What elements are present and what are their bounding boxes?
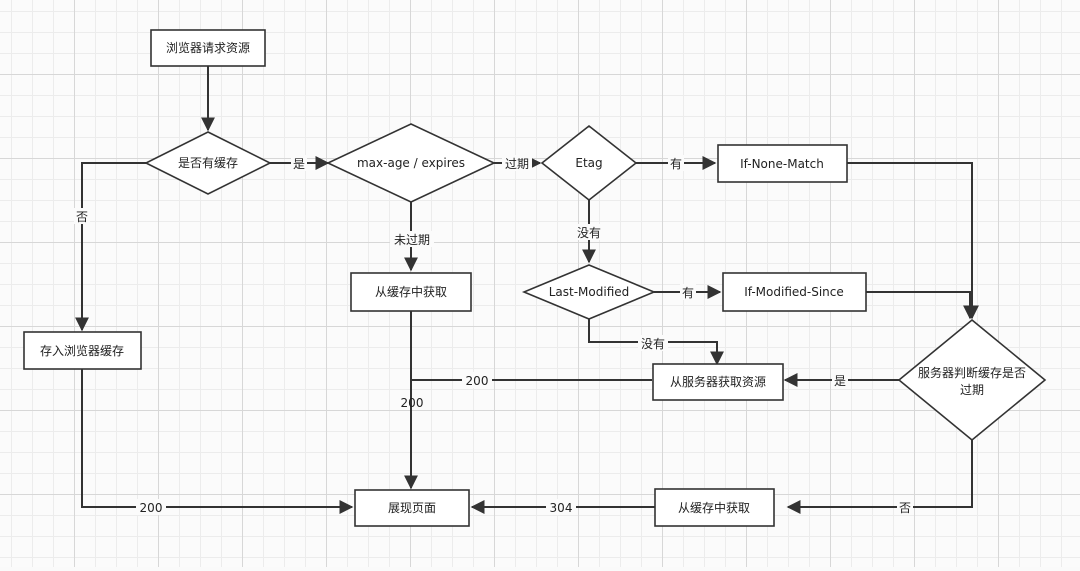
label-lm-no: 没有 bbox=[638, 335, 668, 351]
svg-text:200: 200 bbox=[401, 396, 424, 410]
node-max-age-expires: max-age / expires bbox=[326, 123, 496, 203]
svg-text:过期: 过期 bbox=[505, 157, 529, 171]
label-etag-no: 没有 bbox=[574, 224, 604, 240]
label-status-200-store: 200 bbox=[136, 499, 166, 515]
node-store-browser-cache: 存入浏览器缓存 bbox=[23, 331, 142, 370]
label-server-no: 否 bbox=[897, 499, 913, 515]
node-if-modified-since: If-Modified-Since bbox=[722, 272, 867, 312]
svg-text:服务器判断缓存是否: 服务器判断缓存是否 bbox=[918, 365, 1026, 380]
label-lm-yes: 有 bbox=[680, 284, 696, 300]
edge-store-to-showpage bbox=[81, 368, 354, 514]
node-show-page: 展现页面 bbox=[354, 489, 470, 527]
svg-text:过期: 过期 bbox=[960, 383, 984, 397]
label-etag-yes: 有 bbox=[668, 155, 684, 171]
edge-hascache-to-store bbox=[75, 162, 148, 332]
svg-text:If-None-Match: If-None-Match bbox=[740, 157, 824, 171]
node-browser-request: 浏览器请求资源 bbox=[150, 29, 266, 67]
svg-text:展现页面: 展现页面 bbox=[388, 501, 436, 515]
node-server-check-expired: 服务器判断缓存是否 过期 bbox=[897, 318, 1047, 442]
svg-text:304: 304 bbox=[550, 501, 573, 515]
label-server-yes: 是 bbox=[832, 372, 848, 388]
svg-text:未过期: 未过期 bbox=[394, 233, 430, 247]
edge-servercheck-to-cache2 bbox=[786, 440, 973, 514]
label-yes-cache: 是 bbox=[291, 155, 307, 171]
svg-text:否: 否 bbox=[76, 210, 88, 224]
svg-text:max-age / expires: max-age / expires bbox=[357, 156, 465, 170]
svg-text:从缓存中获取: 从缓存中获取 bbox=[678, 500, 750, 515]
label-status-200-cache: 200 bbox=[401, 396, 424, 410]
edge-ifnonematch-to-servercheck bbox=[847, 162, 979, 320]
svg-text:从缓存中获取: 从缓存中获取 bbox=[375, 284, 447, 299]
label-expired: 过期 bbox=[502, 155, 532, 171]
svg-text:200: 200 bbox=[140, 501, 163, 515]
svg-text:有: 有 bbox=[682, 286, 694, 300]
svg-text:浏览器请求资源: 浏览器请求资源 bbox=[166, 40, 250, 55]
node-etag: Etag bbox=[540, 124, 638, 202]
node-has-cache: 是否有缓存 bbox=[144, 131, 272, 195]
svg-text:Last-Modified: Last-Modified bbox=[549, 285, 630, 299]
label-not-expired: 未过期 bbox=[390, 231, 434, 247]
svg-text:Etag: Etag bbox=[575, 156, 602, 170]
label-status-304: 304 bbox=[546, 499, 576, 515]
label-no-cache: 否 bbox=[74, 208, 90, 224]
svg-text:否: 否 bbox=[899, 501, 911, 515]
svg-text:是: 是 bbox=[834, 374, 846, 388]
node-if-none-match: If-None-Match bbox=[717, 144, 848, 183]
node-get-from-cache-1: 从缓存中获取 bbox=[350, 272, 472, 312]
svg-text:是否有缓存: 是否有缓存 bbox=[178, 156, 238, 170]
node-last-modified: Last-Modified bbox=[521, 264, 657, 320]
edge-ifmodifiedsince-to-servercheck bbox=[866, 291, 977, 320]
svg-text:200: 200 bbox=[466, 374, 489, 388]
svg-text:是: 是 bbox=[293, 157, 305, 171]
svg-text:从服务器获取资源: 从服务器获取资源 bbox=[670, 374, 766, 389]
label-status-200-server: 200 bbox=[462, 372, 492, 388]
svg-text:没有: 没有 bbox=[577, 225, 601, 240]
svg-text:有: 有 bbox=[670, 157, 682, 171]
node-get-from-cache-2: 从缓存中获取 bbox=[654, 488, 775, 527]
svg-text:存入浏览器缓存: 存入浏览器缓存 bbox=[40, 343, 124, 358]
svg-text:没有: 没有 bbox=[641, 336, 665, 351]
svg-text:If-Modified-Since: If-Modified-Since bbox=[744, 285, 844, 299]
node-get-from-server: 从服务器获取资源 bbox=[652, 363, 784, 401]
